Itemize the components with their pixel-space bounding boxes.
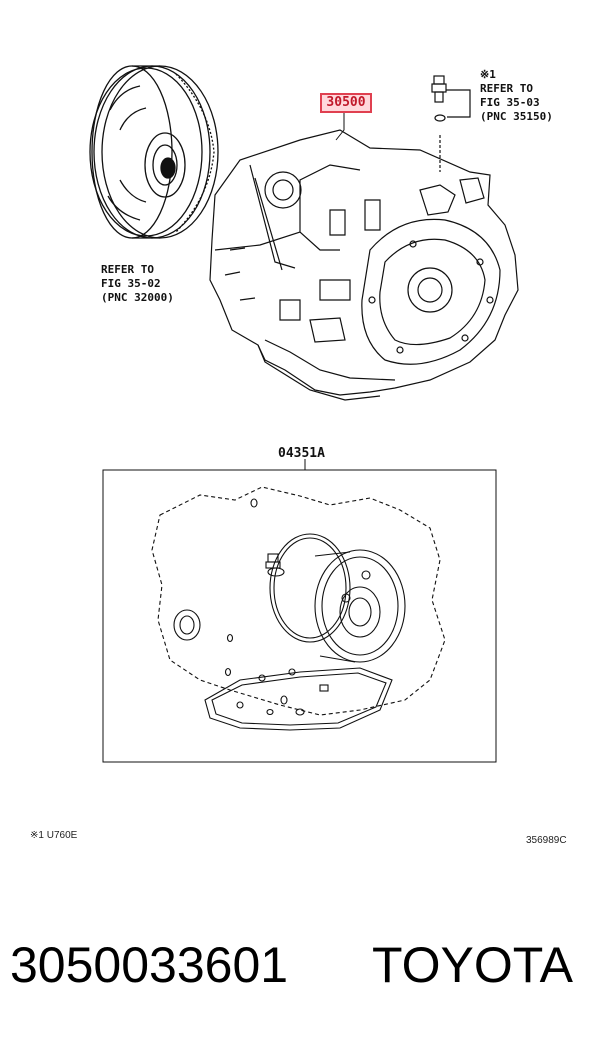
note-1-line-2[interactable]: FIG 35-03 — [480, 96, 540, 109]
kit-part-number[interactable]: 04351A — [278, 446, 325, 461]
footnote-model: ※1 U760E — [30, 830, 78, 841]
callout-leader-line — [335, 110, 345, 141]
torque-converter-illustration — [89, 65, 219, 239]
gasket-kit-illustration — [151, 486, 446, 731]
footer-part-number: 3050033601 — [10, 937, 289, 993]
overhaul-kit-frame — [102, 469, 497, 763]
part-number-callout[interactable]: 30500 — [320, 93, 372, 113]
note-1-mark: ※1 — [480, 68, 496, 81]
transmission-assembly-illustration — [209, 129, 519, 401]
note-1-line-1: REFER TO — [480, 82, 533, 95]
torque-converter-ref-line-2[interactable]: FIG 35-02 — [101, 277, 161, 290]
figure-code: 356989C — [526, 835, 567, 846]
note-1-line-3: (PNC 35150) — [480, 110, 553, 123]
torque-converter-ref-line-1: REFER TO — [101, 263, 154, 276]
plug-and-gasket-illustration — [431, 75, 471, 122]
footer-brand: TOYOTA — [372, 937, 573, 993]
torque-converter-ref-line-3: (PNC 32000) — [101, 291, 174, 304]
